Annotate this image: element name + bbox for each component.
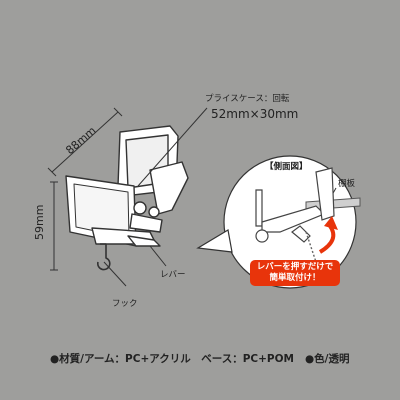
side-view-label: 【側面図】 (265, 162, 308, 172)
push-arrow (318, 224, 336, 254)
material-spec: 材質/アーム：PC+アクリル ベース：PC+POM (59, 353, 294, 365)
spec-bullet-1: ● (50, 353, 60, 365)
callout-line-1: レバーを押すだけで (256, 262, 334, 272)
color-spec: 色/透明 (314, 353, 350, 365)
price-case-product (65, 125, 189, 271)
callout-text: レバーを押すだけで 簡単取付け！ (250, 262, 340, 284)
side-view-inset (196, 155, 361, 289)
callout-line-2: 簡単取付け！ (269, 273, 321, 284)
spec-line: ●材質/アーム：PC+アクリル ベース：PC+POM ●色/透明 (50, 351, 349, 366)
price-case-size: 52mm×30mm (211, 107, 299, 121)
leader-lines (103, 107, 208, 287)
height-dimension-label: 59mm (33, 204, 46, 240)
height-dimension-line (50, 181, 58, 271)
hook-label: フック (112, 299, 138, 309)
spec-bullet-2: ● (304, 353, 315, 365)
callout-box (250, 260, 340, 286)
depth-dimension-line (47, 107, 123, 177)
lever-label: レバー (160, 270, 186, 280)
price-case-title: プライスケース：回転 (205, 94, 290, 104)
shelf-label: 棚板 (338, 179, 356, 189)
